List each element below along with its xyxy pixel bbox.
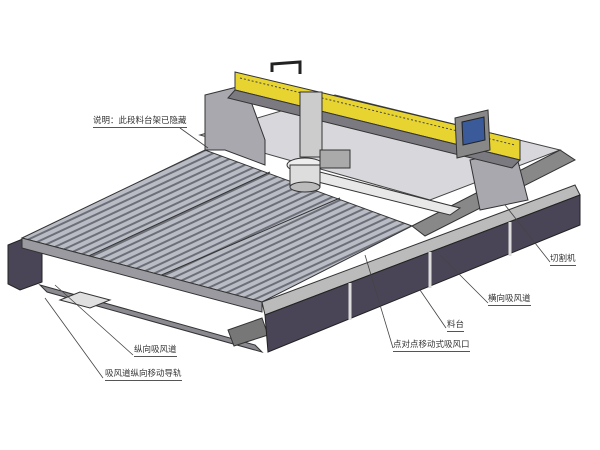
torch-head (286, 91, 351, 193)
label-material-table: 料台 (447, 320, 465, 332)
label-note: 说明：此段料台架已隐藏 (93, 116, 187, 128)
table-front-edge (21, 237, 263, 313)
table-divider (149, 197, 341, 281)
leader-lines (44, 127, 551, 379)
control-screen (461, 116, 486, 146)
label-transverse-duct: 横向吸风道 (488, 294, 531, 306)
label-suction-port: 点对点移动式吸风口 (393, 340, 470, 352)
label-longitudinal-duct: 纵向吸风道 (134, 345, 177, 357)
label-duct-guide-rail: 吸风道纵向移动导轨 (105, 369, 182, 381)
control-panel (454, 109, 491, 159)
label-cutting-machine: 切割机 (550, 254, 576, 266)
table-divider (79, 171, 271, 261)
